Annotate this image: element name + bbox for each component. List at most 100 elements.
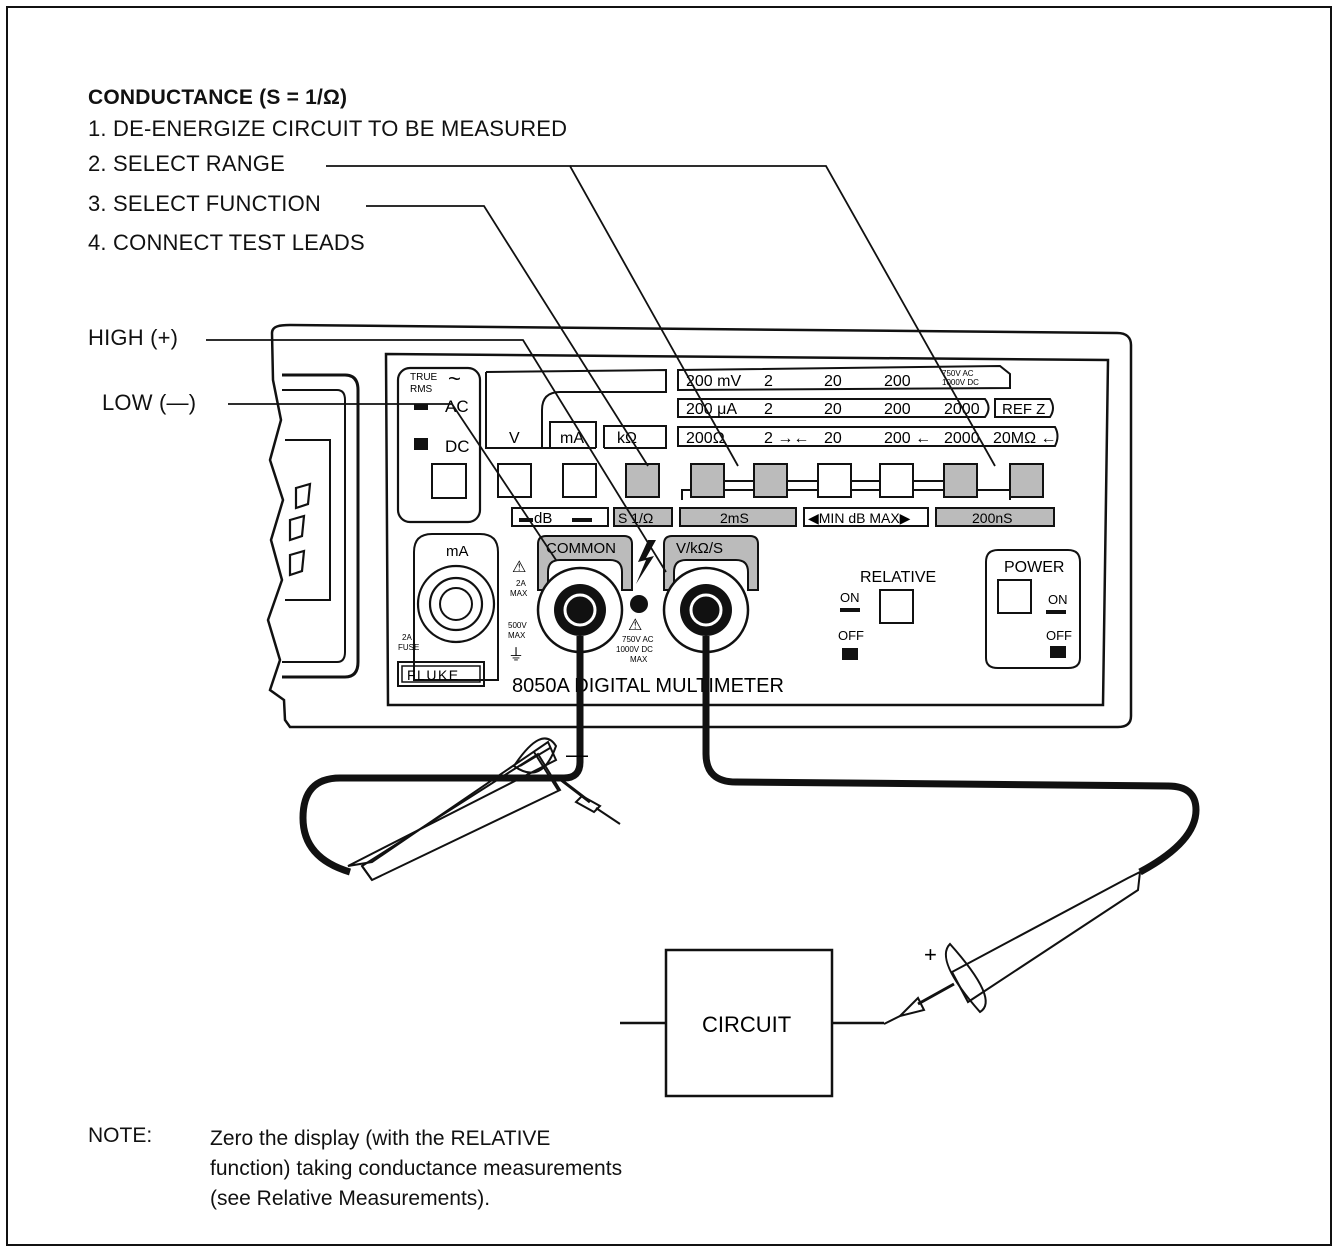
ma-jack-frame (413, 533, 499, 681)
step-1: 1. DE-ENERGIZE CIRCUIT TO BE MEASURED (88, 116, 568, 141)
power-group (985, 549, 1081, 669)
fuse-2a: 2A (402, 633, 412, 642)
range-2ma: 2 (764, 401, 773, 418)
relative-on-icon (840, 608, 860, 612)
ref-z-button[interactable] (1009, 463, 1044, 498)
vks-jack[interactable] (680, 584, 732, 636)
step-3: 3. SELECT FUNCTION (88, 191, 322, 216)
power-button[interactable] (997, 579, 1032, 614)
ac-label: AC (445, 397, 469, 416)
callout-leaders (206, 165, 996, 573)
ac-wave-icon: ~ (448, 366, 461, 391)
range-2v: 2 (764, 373, 773, 390)
power-on-icon (1046, 610, 1066, 614)
power-off-icon (1050, 646, 1066, 658)
power-label: POWER (1004, 559, 1064, 576)
note-line-1: Zero the display (with the RELATIVE (210, 1127, 551, 1150)
lightning-icon (636, 540, 656, 584)
range-button-3[interactable] (817, 463, 852, 498)
range-20v: 20 (824, 373, 842, 390)
note-label: NOTE: (88, 1124, 153, 1147)
model-name: 8050A DIGITAL MULTIMETER (512, 675, 784, 697)
meter-handle (282, 373, 360, 679)
callout-high: HIGH (+) (88, 325, 179, 350)
v500-max: MAX (508, 631, 526, 640)
ground-icon: ⏚ (508, 646, 524, 664)
ref-z-label: REF Z (1002, 401, 1045, 418)
range-20kohm: 20 (824, 430, 842, 447)
in-position-icon (414, 438, 428, 450)
v750-ac: 750V AC (622, 635, 654, 644)
figure-frame (6, 6, 1332, 1246)
rms-label: RMS (410, 384, 433, 395)
relative-button[interactable] (879, 589, 914, 624)
note-line-2: function) taking conductance measurement… (210, 1157, 623, 1180)
min-max-label: ◀MIN dB MAX▶ (808, 510, 911, 526)
range-20ma: 20 (824, 401, 842, 418)
vks-test-lead (702, 636, 1200, 876)
power-on-label: ON (1048, 592, 1068, 607)
ac-dc-button[interactable] (431, 463, 467, 499)
center-post-icon (630, 595, 648, 613)
figure-title: CONDUCTANCE (S = 1/Ω) (88, 86, 348, 109)
relative-off-label: OFF (838, 628, 864, 643)
vks-jack-label: V/kΩ/S (676, 540, 723, 557)
range-200kohm: 200 ← (884, 430, 931, 447)
s-label: S 1/Ω (618, 510, 653, 526)
range-button-4[interactable] (879, 463, 914, 498)
function-v-label: V (509, 430, 520, 447)
range-20mohm: 20MΩ ← (993, 430, 1057, 447)
ma-max-label: MAX (510, 589, 528, 598)
common-jack[interactable] (554, 584, 606, 636)
range-200v: 200 (884, 373, 911, 390)
common-jack-label: COMMON (546, 540, 616, 557)
limit-1000v: 1000V DC (942, 378, 979, 387)
true-label: TRUE (410, 372, 438, 383)
range-200ua: 200 μA (686, 401, 737, 418)
v750-max: MAX (630, 655, 648, 664)
fuse-label: FUSE (398, 643, 419, 652)
dc-label: DC (445, 437, 470, 456)
range-2000ma: 2000 (944, 401, 980, 418)
warning-icon-2: ⚠ (628, 617, 642, 634)
note-body: Zero the display (with the RELATIVE func… (210, 1124, 622, 1214)
relative-on-label: ON (840, 590, 860, 605)
warning-icon: ⚠ (512, 559, 526, 576)
out-position-icon (414, 404, 428, 410)
front-panel (384, 352, 1110, 707)
callout-low: LOW (—) (102, 390, 197, 415)
function-ma-label: mA (560, 430, 584, 447)
minus-sign: — (566, 742, 588, 767)
range-200ohm: 200Ω (686, 430, 725, 447)
range-button-1[interactable] (690, 463, 725, 498)
step-2: 2. SELECT RANGE (88, 151, 285, 176)
range-2kohm: 2 →← (764, 430, 809, 447)
range-200mv: 200 mV (686, 373, 741, 390)
common-test-lead (299, 636, 584, 876)
db-label: dB (534, 510, 552, 527)
power-off-label: OFF (1046, 628, 1072, 643)
limit-750v: 750V AC (942, 369, 974, 378)
ma-function-button[interactable] (562, 463, 597, 498)
v500-label: 500V (508, 621, 527, 630)
ma-jack[interactable] (439, 587, 473, 621)
step-4: 4. CONNECT TEST LEADS (88, 230, 365, 255)
range-button-5[interactable] (943, 463, 978, 498)
ma-max-2a: 2A (516, 579, 526, 588)
relative-off-icon (842, 648, 858, 660)
circuit-label: CIRCUIT (702, 1012, 791, 1037)
brand-logo: FLUKE (407, 667, 460, 683)
ns-label: 200nS (972, 510, 1012, 526)
ms-label: 2mS (720, 510, 749, 526)
v1000-dc: 1000V DC (616, 645, 653, 654)
range-200ma: 200 (884, 401, 911, 418)
range-button-2[interactable] (753, 463, 788, 498)
range-2000kohm: 2000 (944, 430, 980, 447)
circuit-box (664, 948, 834, 1098)
kohm-function-button[interactable] (625, 463, 660, 498)
ma-jack-label: mA (446, 543, 469, 560)
minus-probe (347, 686, 622, 882)
plus-probe (883, 870, 1142, 1025)
meter-housing (266, 323, 1133, 729)
